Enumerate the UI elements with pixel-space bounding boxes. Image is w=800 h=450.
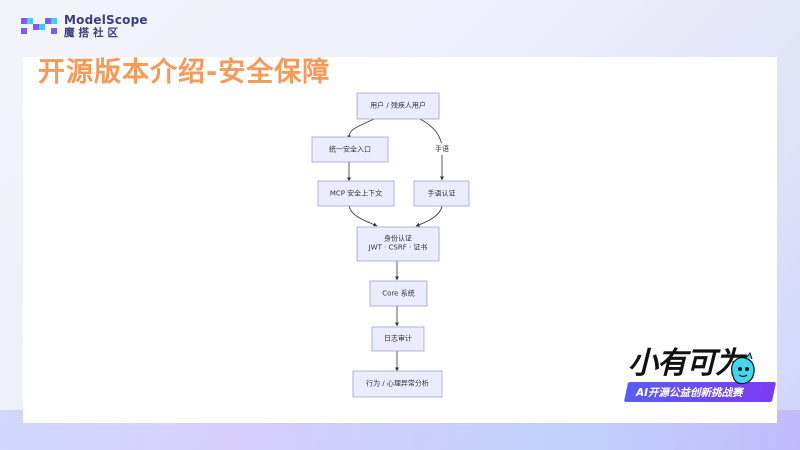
node-entry-label: 统一安全入口 xyxy=(329,144,371,153)
modelscope-logo[interactable]: ModelScope 魔搭社区 xyxy=(20,14,148,39)
flowchart xyxy=(311,92,470,398)
node-audit-label: 日志审计 xyxy=(384,334,412,343)
node-core-label: Core 系统 xyxy=(382,288,415,297)
node-user-label: 用户 / 残疾人用户 xyxy=(370,101,426,110)
node-identity-label-text: 身份认证 JWT · CSRF · 证书 xyxy=(368,234,428,252)
node-user xyxy=(356,92,440,120)
event-badge-title: 小有可为 xyxy=(628,346,745,381)
content-panel: 用户 / 残疾人用户 统一安全入口 MCP 安全上下文 手语认证 身份认证 JW… xyxy=(23,57,777,423)
event-badge-subtitle: AI开源公益创新挑战赛 xyxy=(636,387,743,399)
logo-name-en: ModelScope xyxy=(64,13,148,27)
event-badge: 小有可为 AI开源公益创新挑战赛 xyxy=(610,338,780,420)
node-audit xyxy=(371,326,425,352)
node-sign-auth-label: 手语认证 xyxy=(427,188,456,197)
node-behavior-label: 行为 / 心理异常分析 xyxy=(366,379,429,388)
node-entry xyxy=(311,136,389,163)
node-sign-auth xyxy=(413,180,470,207)
edge-mcp-identity xyxy=(348,205,378,227)
mascot-icon xyxy=(731,352,755,385)
modelscope-logo-icon xyxy=(21,18,57,35)
node-core xyxy=(369,280,428,307)
node-identity xyxy=(356,226,440,262)
edge-sign-identity xyxy=(415,205,443,227)
node-identity-label: 身份认证 JWT · CSRF · 证书 xyxy=(369,235,428,254)
node-mcp xyxy=(317,180,395,207)
page-title: 开源版本介绍-安全保障 xyxy=(38,57,331,88)
edge-user-entry xyxy=(347,118,375,140)
edge-user-sign-label: 手语 xyxy=(433,143,451,155)
node-behavior xyxy=(352,370,443,398)
node-mcp-label: MCP 安全上下文 xyxy=(329,188,383,197)
logo-name-cn: 魔搭社区 xyxy=(64,27,122,39)
